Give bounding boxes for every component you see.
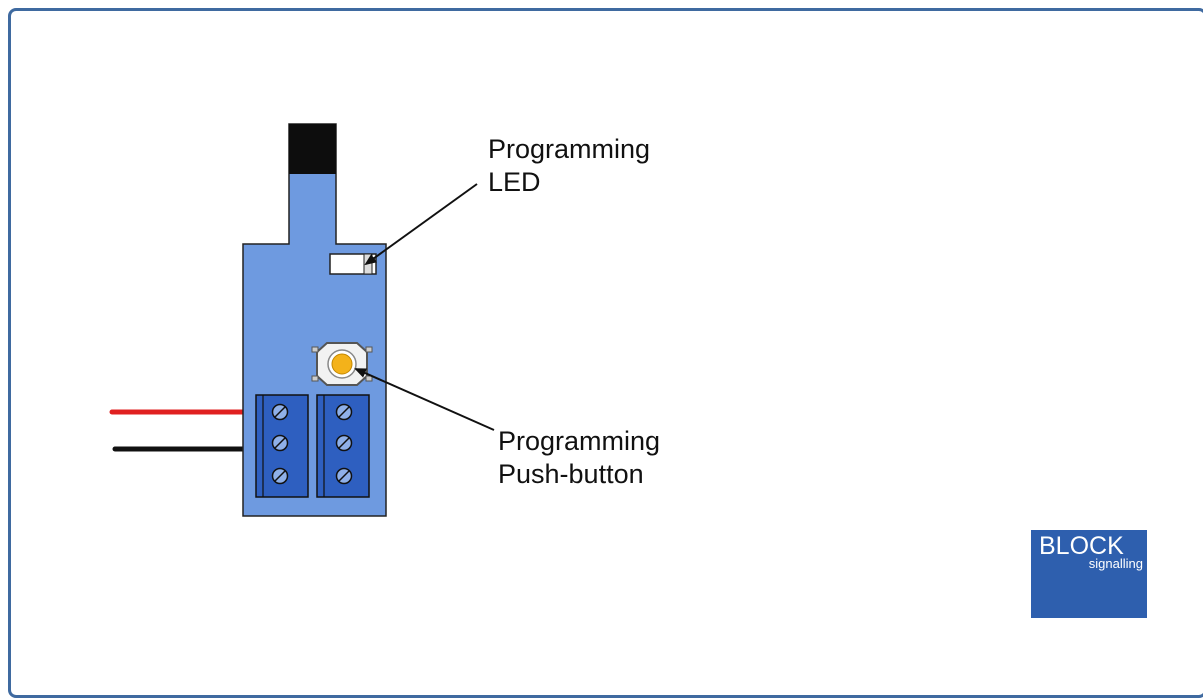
button-callout-arrow xyxy=(354,368,495,431)
button-label: Programming Push-button xyxy=(498,425,660,491)
connector-cap-icon xyxy=(289,124,336,174)
block-signalling-logo: BLOCK signalling xyxy=(1031,530,1147,618)
diagram-frame xyxy=(8,8,1203,698)
button-label-line2: Push-button xyxy=(498,459,644,489)
led-icon xyxy=(329,253,377,275)
push-button-icon xyxy=(311,342,373,386)
logo-sub-text: signalling xyxy=(1088,556,1143,571)
led-callout-arrow xyxy=(364,183,478,266)
led-label-line1: Programming xyxy=(488,134,651,164)
led-label: Programming LED xyxy=(488,133,650,199)
logo-main-text: BLOCK xyxy=(1039,532,1124,560)
led-label-line2: LED xyxy=(488,167,541,197)
terminal-block-left-icon xyxy=(255,394,309,498)
button-label-line1: Programming xyxy=(498,426,661,456)
terminal-block-right-icon xyxy=(316,394,370,498)
